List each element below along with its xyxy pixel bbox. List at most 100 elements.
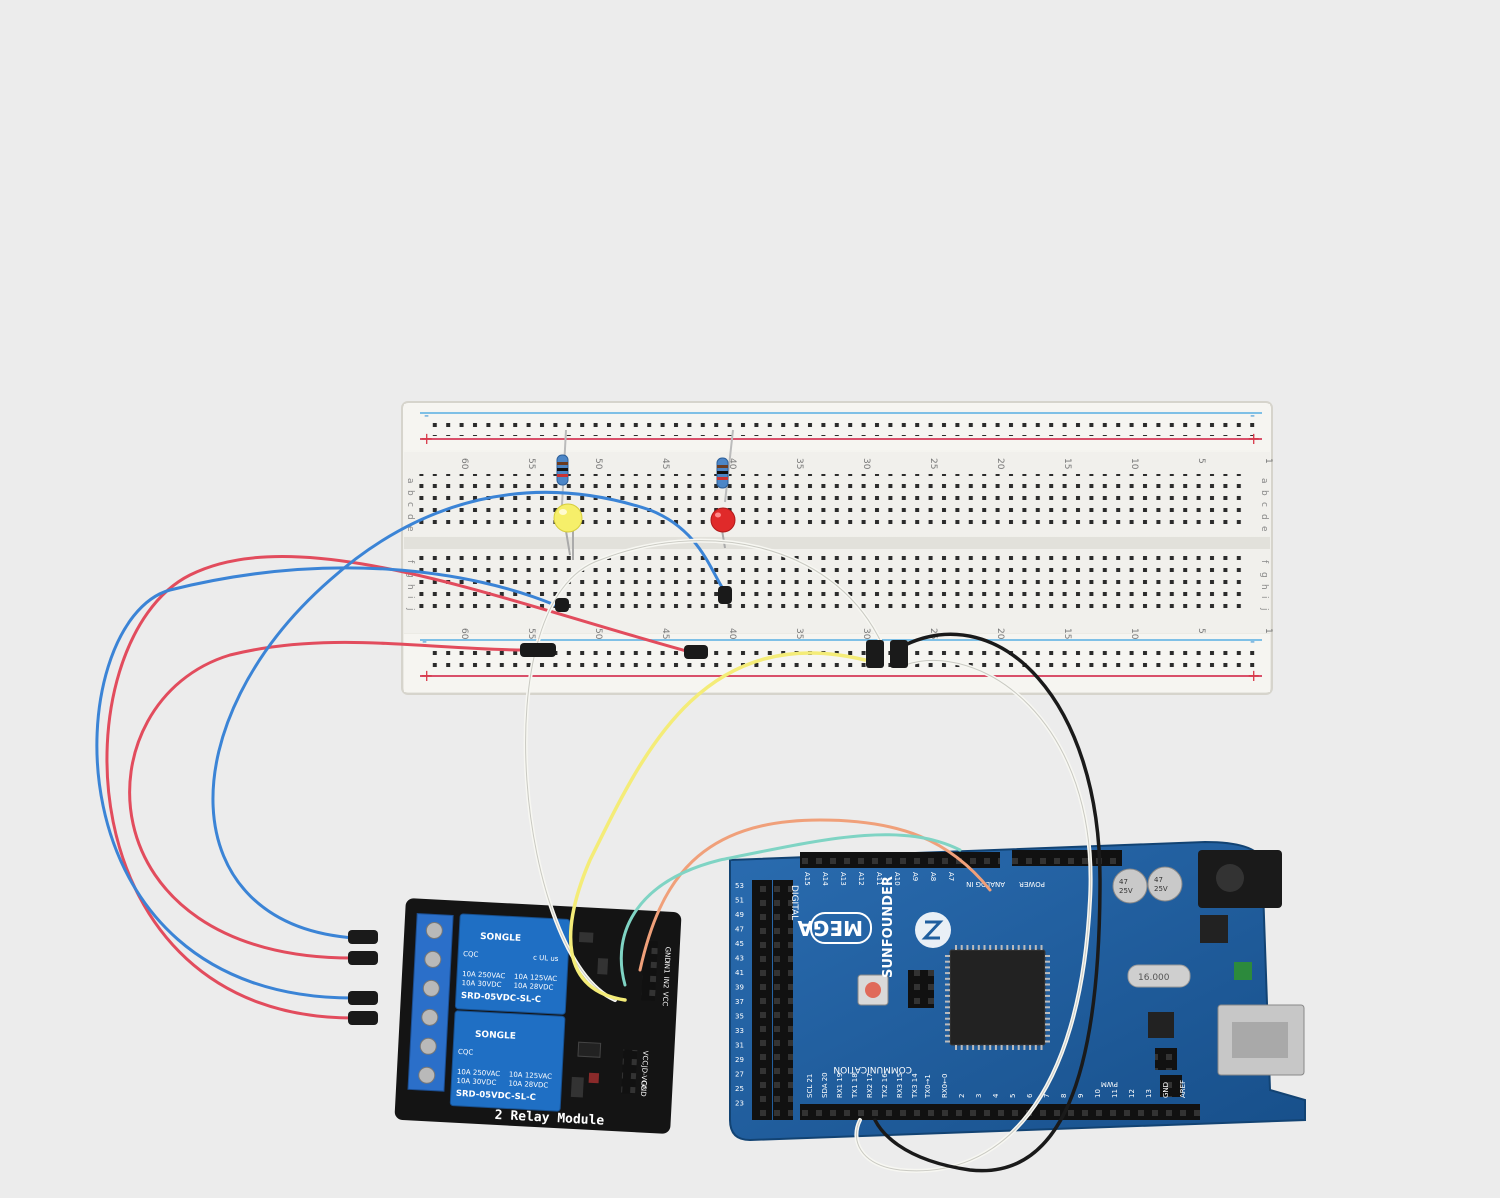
- row-letter-right: a: [1259, 478, 1269, 484]
- side-digital-pin-label: 23: [735, 1100, 744, 1108]
- analog-pin-label: A11: [875, 872, 883, 886]
- led-yellow: [553, 503, 583, 560]
- chip-leg: [1045, 1023, 1050, 1026]
- row-letter-right: j: [1259, 607, 1269, 611]
- row-letter-right: i: [1259, 596, 1269, 599]
- chip-leg: [1045, 1034, 1050, 1037]
- chip-leg: [977, 1045, 980, 1050]
- chip-leg: [1045, 1006, 1050, 1009]
- column-number-top: 20: [995, 458, 1005, 470]
- relay-jumper-header[interactable]: [621, 1049, 638, 1095]
- sunfounder-logo-icon: [915, 912, 951, 948]
- relay-1-model: SRD-05VDC-SL-C: [461, 991, 542, 1005]
- wire-orange[interactable]: [638, 818, 992, 972]
- wire-red-1[interactable]: [105, 555, 692, 1020]
- pwm-comm-pin-header[interactable]: [800, 1104, 1200, 1120]
- pwm-pin-label: 4: [992, 1093, 1000, 1098]
- wire-red-2[interactable]: [128, 640, 527, 960]
- chip-leg: [945, 994, 950, 997]
- column-number-bottom: 5: [1196, 628, 1206, 634]
- power-led: [1234, 962, 1252, 980]
- relay-header-pin-label: GND: [663, 946, 672, 962]
- pwm-pin-label: 2: [958, 1094, 966, 1098]
- chip-leg: [945, 1017, 950, 1020]
- chip-leg: [945, 966, 950, 969]
- relay-1-ul: c UL us: [533, 954, 559, 963]
- relay-module-title: 2 Relay Module: [494, 1108, 604, 1129]
- pwm-label: PWM: [1101, 1080, 1118, 1088]
- column-number-top: 55: [526, 458, 536, 469]
- side-digital-pin-label: 29: [735, 1056, 744, 1064]
- chip-leg: [1045, 1000, 1050, 1003]
- chip-leg: [1040, 1045, 1043, 1050]
- pwm-pin-label: 8: [1060, 1094, 1068, 1098]
- model-label: MEGA: [797, 916, 863, 940]
- crystal-oscillator: [1127, 964, 1191, 988]
- chip-leg: [1017, 945, 1020, 950]
- chip-leg: [983, 945, 986, 950]
- chip-leg: [983, 1045, 986, 1050]
- wire-yellow[interactable]: [568, 651, 867, 1002]
- analog-pin-label: A10: [893, 872, 901, 886]
- chip-leg: [994, 945, 997, 950]
- relay-jumper-pin-label: JD-VCC: [639, 1064, 648, 1090]
- column-number-top: 25: [928, 458, 938, 469]
- chip-leg: [945, 960, 950, 963]
- pwm-pin-label: 6: [1026, 1093, 1034, 1098]
- analog-pin-header[interactable]: [800, 852, 1000, 868]
- column-number-bottom: 10: [1129, 628, 1139, 640]
- relay-2-spec-left: 10A 250VAC10A 30VDC: [456, 1068, 500, 1087]
- row-letter-left: a: [405, 478, 415, 484]
- pwm-pin-label: 10: [1094, 1089, 1102, 1098]
- row-letter-left: f: [405, 560, 415, 564]
- pwm-pin-label: 12: [1128, 1089, 1136, 1098]
- analog-pin-label: A15: [803, 872, 811, 886]
- chip-leg: [1006, 1045, 1009, 1050]
- pwm-pin-label: 9: [1077, 1094, 1085, 1098]
- rail-plus-label-right: +: [1247, 429, 1260, 448]
- chip-leg: [1023, 945, 1026, 950]
- relay-2-spec-right: 10A 125VAC10A 28VDC: [508, 1071, 552, 1090]
- resistor-right: [716, 429, 734, 503]
- icsp-header[interactable]: [908, 970, 934, 1008]
- terminal-screw[interactable]: [419, 1037, 437, 1055]
- side-digital-pin-label: 47: [735, 926, 744, 934]
- power-pin-header[interactable]: [1012, 850, 1122, 866]
- chip-leg: [972, 945, 975, 950]
- relay-input-header[interactable]: [640, 940, 659, 1002]
- chip-leg: [1000, 945, 1003, 950]
- pwm-pin-label: 11: [1111, 1089, 1119, 1098]
- column-number-top: 35: [794, 458, 804, 469]
- terminal-screw[interactable]: [422, 979, 440, 997]
- column-number-bottom: 45: [660, 628, 670, 639]
- wire-black[interactable]: [873, 632, 1102, 1173]
- chip-leg: [1045, 972, 1050, 975]
- relay-1-spec-left: 10A 250VAC10A 30VDC: [461, 970, 505, 989]
- chip-leg: [960, 1045, 963, 1050]
- terminal-screw[interactable]: [418, 1066, 436, 1084]
- chip-leg: [960, 945, 963, 950]
- row-letter-left: c: [405, 502, 415, 507]
- row-letter-right: e: [1259, 526, 1269, 532]
- digital-pin-header-side[interactable]: [752, 880, 772, 1120]
- column-number-top: 40: [727, 458, 737, 470]
- digital-pin-header-side-2[interactable]: [773, 880, 793, 1120]
- led-red: [710, 507, 736, 549]
- side-digital-pin-label: 49: [735, 911, 744, 919]
- row-letter-right: f: [1259, 560, 1269, 564]
- terminal-screw[interactable]: [421, 1008, 439, 1026]
- wire-teal[interactable]: [619, 833, 962, 987]
- chip-leg: [1045, 1017, 1050, 1020]
- chip-leg: [945, 989, 950, 992]
- wire-blue-2[interactable]: [211, 490, 727, 940]
- side-digital-pin-label: 53: [735, 882, 744, 890]
- row-letter-right: g: [1259, 572, 1269, 578]
- wire-blue-1[interactable]: [95, 566, 557, 1000]
- terminal-screw[interactable]: [425, 921, 443, 939]
- terminal-screw[interactable]: [424, 950, 442, 968]
